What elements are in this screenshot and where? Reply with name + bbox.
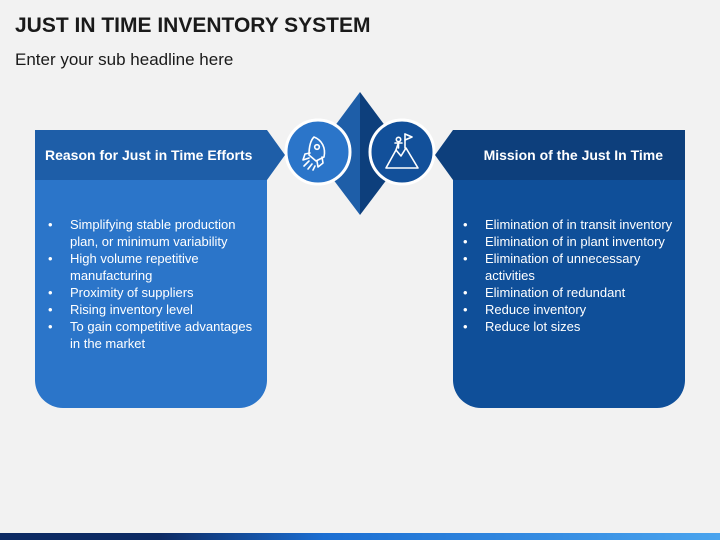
left-icon-circle [284,118,352,186]
list-item: Proximity of suppliers [48,284,260,301]
right-panel-header: Mission of the Just In Time [435,130,685,180]
rocket-icon [302,136,326,171]
mountain-flag-icon [385,133,419,169]
list-item: Simplifying stable production plan, or m… [48,216,260,250]
list-item: Elimination of unnecessary activities [463,250,681,284]
right-icon-circle [368,118,436,186]
left-panel: Simplifying stable production plan, or m… [35,180,267,408]
list-item: Reduce inventory [463,301,681,318]
left-panel-list: Simplifying stable production plan, or m… [48,216,260,352]
left-panel-header: Reason for Just in Time Efforts [35,130,285,180]
list-item: Reduce lot sizes [463,318,681,335]
right-panel-heading: Mission of the Just In Time [483,147,663,163]
list-item: Rising inventory level [48,301,260,318]
list-item: Elimination of in transit inventory [463,216,681,233]
list-item: High volume repetitive manufacturing [48,250,260,284]
slide-subtitle: Enter your sub headline here [15,50,234,69]
right-panel: Elimination of in transit inventory Elim… [453,180,685,408]
footer-bar [0,533,720,540]
list-item: Elimination of in plant inventory [463,233,681,250]
list-item: To gain competitive advantages in the ma… [48,318,260,352]
list-item: Elimination of redundant [463,284,681,301]
slide-title: JUST IN TIME INVENTORY SYSTEM [15,14,371,37]
left-panel-heading: Reason for Just in Time Efforts [45,147,253,163]
right-panel-list: Elimination of in transit inventory Elim… [463,216,681,335]
